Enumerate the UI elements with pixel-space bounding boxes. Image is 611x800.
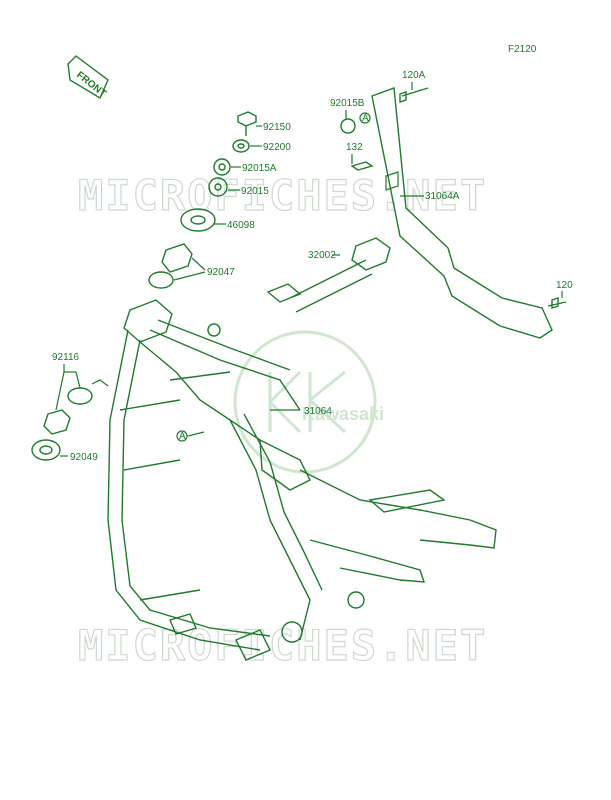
- part-label-92150: 92150: [263, 122, 291, 133]
- front-arrow-icon: FRONT: [67, 55, 109, 100]
- ref-marker-a-top: A: [362, 113, 369, 124]
- part-label-92200: 92200: [263, 142, 291, 153]
- part-label-132: 132: [346, 142, 363, 153]
- part-label-31064: 32002: [308, 250, 336, 261]
- part-label-120: 120: [556, 280, 573, 291]
- part-label-120a: 120A: [402, 70, 426, 81]
- part-label-31064a: 31064A: [425, 191, 460, 202]
- front-label: FRONT: [74, 70, 108, 100]
- parts-stack: 92150 92200 92015A 92015 46098 92047: [148, 111, 291, 289]
- part-label-32002: 31064: [304, 406, 332, 417]
- part-label-92047: 92047: [207, 267, 235, 278]
- part-label-92116: 92116: [52, 352, 80, 363]
- part-label-46098: 46098: [227, 220, 255, 231]
- ref-marker-a-frame: A: [179, 431, 186, 442]
- right-bracket-parts: 120A 92015B A 132 31064A 120 32002: [266, 70, 573, 339]
- diagram-code: F2120: [508, 44, 537, 55]
- kawasaki-logo-watermark: Kawasaki: [233, 330, 384, 474]
- left-bearing-parts: 92116 92049: [31, 352, 109, 463]
- motorcycle-frame: [107, 299, 497, 661]
- part-label-92015a: 92015A: [242, 163, 277, 174]
- logo-text: Kawasaki: [302, 404, 384, 424]
- part-label-92015b: 92015B: [330, 98, 365, 109]
- part-label-92015: 92015: [241, 186, 269, 197]
- watermark-bottom: MICROFICHES.NET: [78, 621, 487, 670]
- part-label-92049: 92049: [70, 452, 98, 463]
